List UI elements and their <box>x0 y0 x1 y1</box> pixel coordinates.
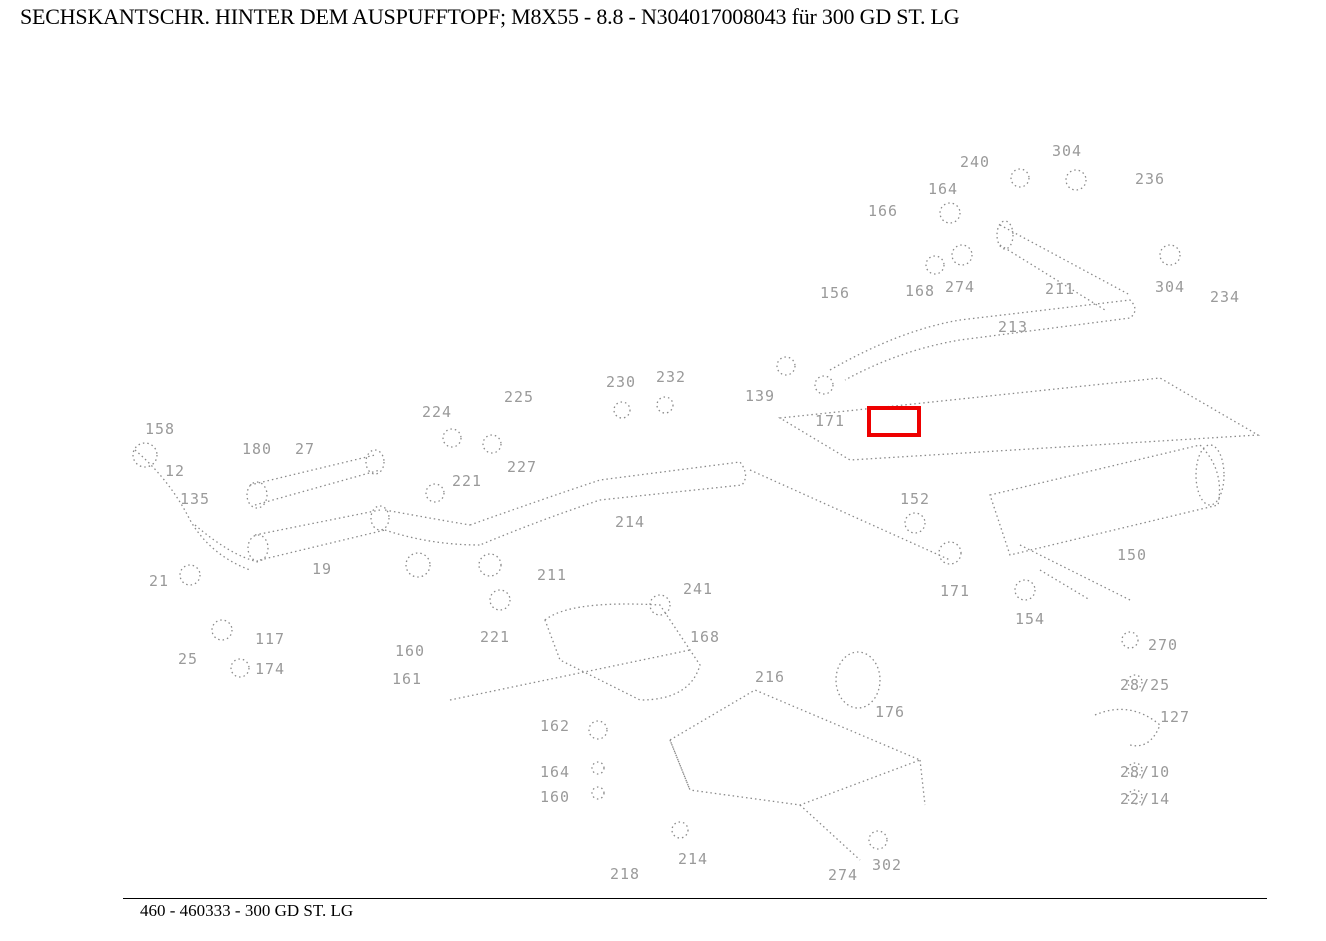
part-callout-230[interactable]: 230 <box>606 373 637 391</box>
part-callout-168[interactable]: 168 <box>690 628 721 646</box>
highlighted-part-180[interactable] <box>867 406 921 437</box>
part-callout-150[interactable]: 150 <box>1117 546 1148 564</box>
part-callout-180[interactable]: 180 <box>242 440 273 458</box>
part-callout-162[interactable]: 162 <box>540 717 571 735</box>
part-callout-25[interactable]: 25 <box>178 650 199 668</box>
footer-model-info: 460 - 460333 - 300 GD ST. LG <box>140 901 354 920</box>
part-callout-214[interactable]: 214 <box>615 513 646 531</box>
part-callout-156[interactable]: 156 <box>820 284 851 302</box>
part-callout-171[interactable]: 171 <box>815 412 846 430</box>
part-callout-117[interactable]: 117 <box>255 630 286 648</box>
part-callout-21[interactable]: 21 <box>149 572 170 590</box>
part-callout-164[interactable]: 164 <box>540 763 571 781</box>
part-callout-211[interactable]: 211 <box>1045 280 1076 298</box>
part-callout-227[interactable]: 227 <box>507 458 538 476</box>
part-callout-234[interactable]: 234 <box>1210 288 1241 306</box>
part-callout-240[interactable]: 240 <box>960 153 991 171</box>
part-callout-274[interactable]: 274 <box>828 866 859 884</box>
part-callout-164[interactable]: 164 <box>928 180 959 198</box>
part-callout-139[interactable]: 139 <box>745 387 776 405</box>
part-callout-232[interactable]: 232 <box>656 368 687 386</box>
part-callout-214[interactable]: 214 <box>678 850 709 868</box>
part-callout-166[interactable]: 166 <box>868 202 899 220</box>
part-callout-152[interactable]: 152 <box>900 490 931 508</box>
part-callout-158[interactable]: 158 <box>145 420 176 438</box>
part-callout-213[interactable]: 213 <box>998 318 1029 336</box>
part-callout-176[interactable]: 176 <box>875 703 906 721</box>
part-callout-270[interactable]: 270 <box>1148 636 1179 654</box>
part-callout-241[interactable]: 241 <box>683 580 714 598</box>
part-callout-154[interactable]: 154 <box>1015 610 1046 628</box>
part-callout-304[interactable]: 304 <box>1052 142 1083 160</box>
part-callout-218[interactable]: 218 <box>610 865 641 883</box>
part-callout-221[interactable]: 221 <box>480 628 511 646</box>
part-callout-304[interactable]: 304 <box>1155 278 1186 296</box>
part-callout-135[interactable]: 135 <box>180 490 211 508</box>
part-callout-28-10[interactable]: 28/10 <box>1120 763 1171 781</box>
part-callout-127[interactable]: 127 <box>1160 708 1191 726</box>
part-callout-171[interactable]: 171 <box>940 582 971 600</box>
part-callout-174[interactable]: 174 <box>255 660 286 678</box>
footer-divider <box>123 898 1267 899</box>
part-callout-168[interactable]: 168 <box>905 282 936 300</box>
part-callout-221[interactable]: 221 <box>452 472 483 490</box>
part-callout-28-25[interactable]: 28/25 <box>1120 676 1171 694</box>
part-callout-19[interactable]: 19 <box>312 560 333 578</box>
part-callout-224[interactable]: 224 <box>422 403 453 421</box>
part-callout-302[interactable]: 302 <box>872 856 903 874</box>
part-callout-216[interactable]: 216 <box>755 668 786 686</box>
page-title: SECHSKANTSCHR. HINTER DEM AUSPUFFTOPF; M… <box>20 4 960 29</box>
part-callout-211[interactable]: 211 <box>537 566 568 584</box>
part-callout-27[interactable]: 27 <box>295 440 316 458</box>
part-callout-274[interactable]: 274 <box>945 278 976 296</box>
part-callout-12[interactable]: 12 <box>165 462 186 480</box>
part-callout-236[interactable]: 236 <box>1135 170 1166 188</box>
part-callout-160[interactable]: 160 <box>395 642 426 660</box>
part-callout-22-14[interactable]: 22/14 <box>1120 790 1171 808</box>
part-callout-160[interactable]: 160 <box>540 788 571 806</box>
part-callout-225[interactable]: 225 <box>504 388 535 406</box>
part-callout-161[interactable]: 161 <box>392 670 423 688</box>
